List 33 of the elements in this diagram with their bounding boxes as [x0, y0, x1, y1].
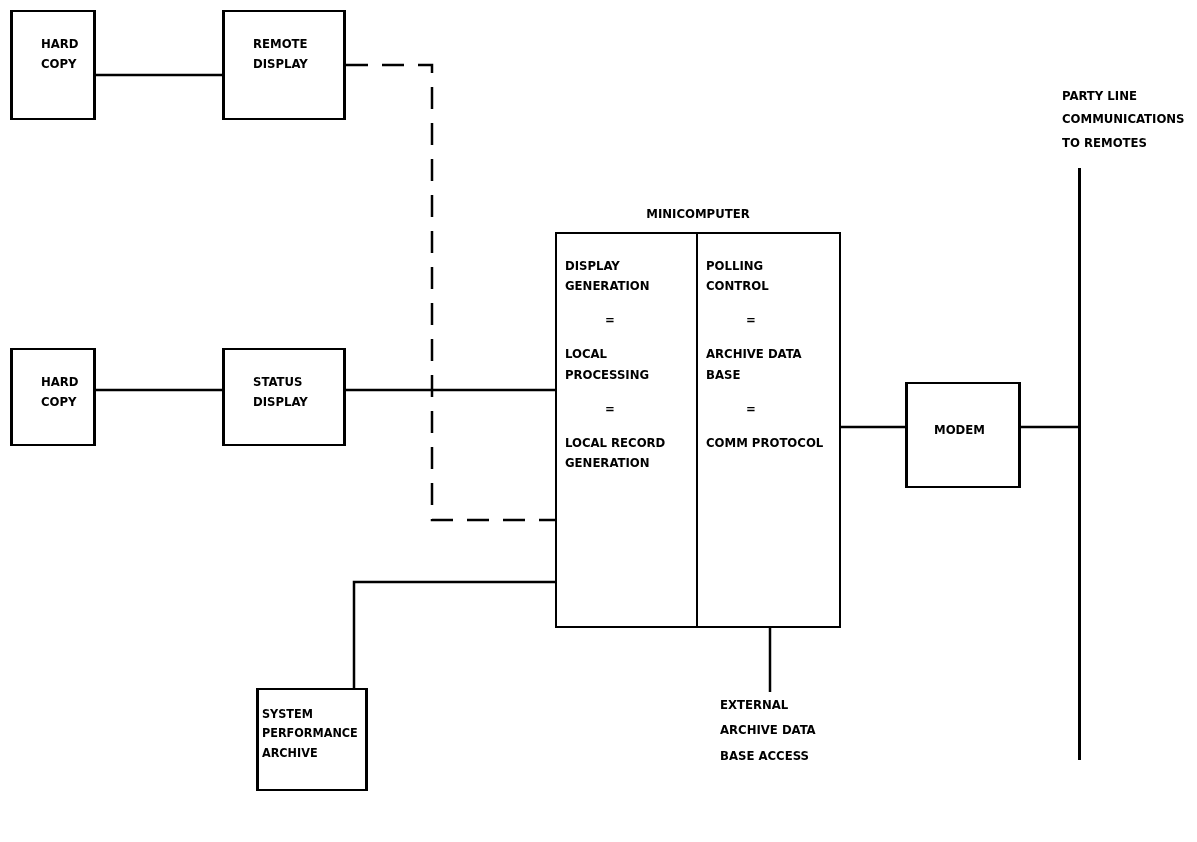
function-label: LOCAL PROCESSING: [565, 345, 651, 384]
box-label: HARD COPY: [41, 373, 80, 412]
function-label: COMM PROTOCOL: [706, 433, 824, 452]
device-box: [222, 10, 346, 120]
equivalence-mark: =: [745, 311, 756, 330]
function-label: DISPLAY GENERATION: [565, 257, 651, 296]
function-label: POLLING CONTROL: [706, 257, 770, 296]
equivalence-mark: =: [745, 399, 756, 418]
box-label: MODEM: [934, 421, 986, 439]
connector-line: [839, 425, 905, 429]
connector-line: [1021, 425, 1078, 429]
function-label: ARCHIVE DATA BASE: [706, 345, 803, 384]
box-label: SYSTEM PERFORMANCE ARCHIVE: [262, 705, 359, 762]
connector-line: [346, 388, 557, 392]
box-heading: MINICOMPUTER: [645, 206, 751, 221]
equivalence-mark: =: [604, 399, 615, 418]
connector-line: [96, 388, 222, 392]
device-box: [256, 688, 368, 791]
box-label: REMOTE DISPLAY: [253, 35, 309, 74]
connector-line: [352, 580, 557, 688]
device-box: [222, 348, 346, 446]
connector-line: [346, 63, 557, 522]
device-box: [10, 10, 96, 120]
function-column: [557, 234, 698, 628]
box-label: HARD COPY: [41, 35, 80, 74]
box-label: STATUS DISPLAY: [253, 373, 309, 412]
device-box: [10, 348, 96, 446]
device-box: [905, 382, 1021, 488]
connector-line: [96, 73, 222, 77]
connector-line: [768, 628, 772, 692]
function-label: LOCAL RECORD GENERATION: [565, 433, 667, 472]
access-label: EXTERNAL ARCHIVE DATA BASE ACCESS: [720, 696, 817, 765]
equivalence-mark: =: [604, 311, 615, 330]
